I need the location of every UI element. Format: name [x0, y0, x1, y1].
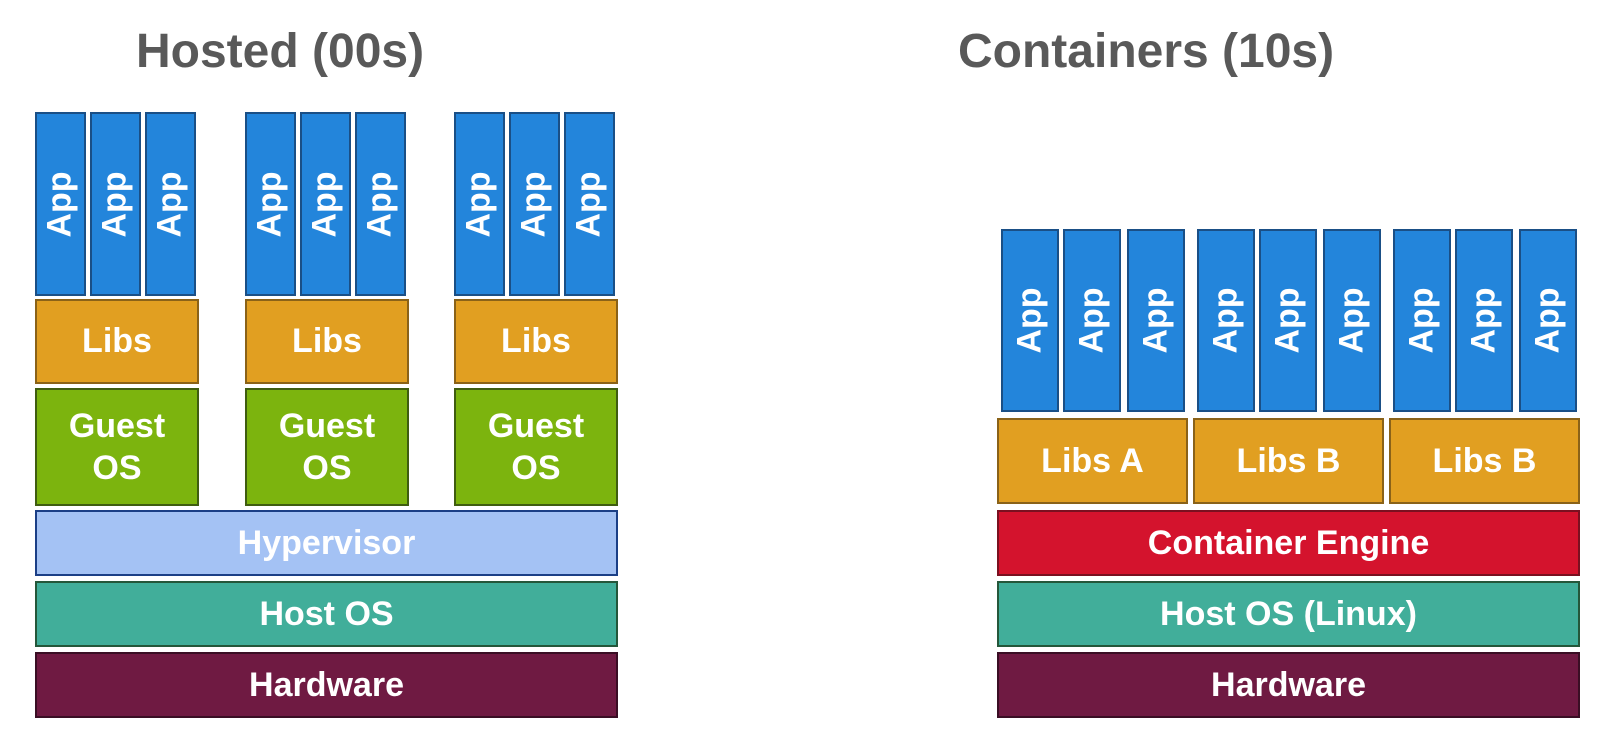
- hosted-vm-1-app-2: App: [90, 112, 141, 296]
- container-group-1-app-1: App: [1001, 229, 1059, 412]
- hosted-vm-2-app-2: App: [300, 112, 351, 296]
- container-group-2-app-1: App: [1197, 229, 1255, 412]
- hosted-vm-2-libs: Libs: [245, 299, 409, 384]
- container-group-3-app-2: App: [1455, 229, 1513, 412]
- container-group-3-app-3: App: [1519, 229, 1577, 412]
- container-group-2-app-2: App: [1259, 229, 1317, 412]
- container-group-1-app-3: App: [1127, 229, 1185, 412]
- container-group-3-app-1: App: [1393, 229, 1451, 412]
- hosted-vm-3-app-3: App: [564, 112, 615, 296]
- container-group-2-libs: Libs B: [1193, 418, 1384, 504]
- hosted-vm-1-libs: Libs: [35, 299, 199, 384]
- hosted-vm-3-app-2: App: [509, 112, 560, 296]
- hosted-title: Hosted (00s): [136, 25, 425, 78]
- hypervisor-layer: Hypervisor: [35, 510, 618, 576]
- hosted-vm-2-guest-os: Guest OS: [245, 388, 409, 506]
- containers-title: Containers (10s): [958, 25, 1335, 78]
- hosted-vm-1-app-3: App: [145, 112, 196, 296]
- hosted-vm-3-libs: Libs: [454, 299, 618, 384]
- container-group-1-app-2: App: [1063, 229, 1121, 412]
- container-engine-layer: Container Engine: [997, 510, 1580, 576]
- containers-host-os-layer: Host OS (Linux): [997, 581, 1580, 647]
- hosted-vm-2-app-3: App: [355, 112, 406, 296]
- container-group-1-libs: Libs A: [997, 418, 1188, 504]
- hosted-host-os-layer: Host OS: [35, 581, 618, 647]
- hosted-hardware-layer: Hardware: [35, 652, 618, 718]
- containers-hardware-layer: Hardware: [997, 652, 1580, 718]
- hosted-vm-1-guest-os: Guest OS: [35, 388, 199, 506]
- container-group-3-libs: Libs B: [1389, 418, 1580, 504]
- hosted-vm-2-app-1: App: [245, 112, 296, 296]
- hosted-vm-3-guest-os: Guest OS: [454, 388, 618, 506]
- container-group-2-app-3: App: [1323, 229, 1381, 412]
- hosted-vm-1-app-1: App: [35, 112, 86, 296]
- hosted-vm-3-app-1: App: [454, 112, 505, 296]
